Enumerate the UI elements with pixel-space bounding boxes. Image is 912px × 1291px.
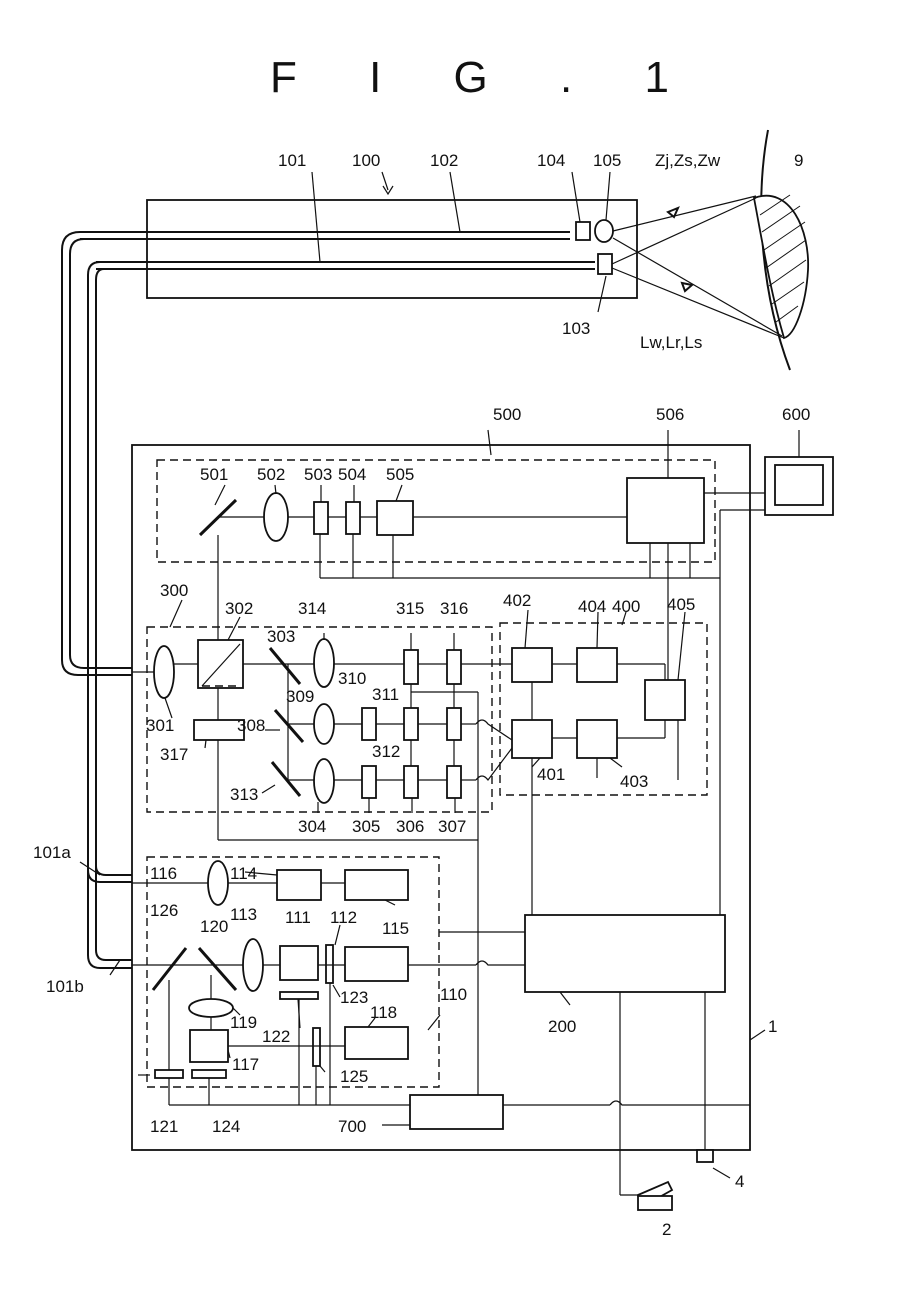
label-310: 310: [338, 669, 366, 688]
label-300: 300: [160, 581, 188, 600]
label-307: 307: [438, 817, 466, 836]
label-102: 102: [430, 151, 458, 170]
label-502: 502: [257, 465, 285, 484]
figure-title: F I G . 1: [270, 53, 699, 102]
label-100: 100: [352, 151, 380, 170]
label-121: 121: [150, 1117, 178, 1136]
label-500: 500: [493, 405, 521, 424]
label-506: 506: [656, 405, 684, 424]
foot-switch-2: [638, 1182, 672, 1210]
monitor-600: [765, 430, 833, 515]
label-105: 105: [593, 151, 621, 170]
label-112: 112: [330, 908, 357, 927]
label-317: 317: [160, 745, 188, 764]
label-101: 101: [278, 151, 306, 170]
label-316: 316: [440, 599, 468, 618]
label-115: 115: [382, 919, 409, 938]
label-116: 116: [150, 864, 177, 883]
label-306: 306: [396, 817, 424, 836]
label-405: 405: [667, 595, 695, 614]
label-313: 313: [230, 785, 258, 804]
label-117: 117: [232, 1055, 259, 1074]
label-9: 9: [794, 151, 803, 170]
label-119: 119: [230, 1013, 257, 1032]
label-122: 122: [262, 1027, 290, 1046]
label-600: 600: [782, 405, 810, 424]
label-402: 402: [503, 591, 531, 610]
label-314: 314: [298, 599, 326, 618]
label-118: 118: [370, 1003, 397, 1022]
label-103: 103: [562, 319, 590, 338]
label-303: 303: [267, 627, 295, 646]
label-401: 401: [537, 765, 565, 784]
label-110: 110: [440, 985, 467, 1004]
label-120: 120: [200, 917, 228, 936]
connector-4: [697, 1150, 713, 1162]
label-104: 104: [537, 151, 565, 170]
label-101b: 101b: [46, 977, 84, 996]
label-311: 311: [372, 685, 399, 704]
label-2: 2: [662, 1220, 671, 1239]
label-308: 308: [237, 716, 265, 735]
label-114: 114: [230, 864, 257, 883]
label-700: 700: [338, 1117, 366, 1136]
label-505: 505: [386, 465, 414, 484]
label-124: 124: [212, 1117, 240, 1136]
label-101a: 101a: [33, 843, 71, 862]
label-309: 309: [286, 687, 314, 706]
label-113: 113: [230, 905, 257, 924]
label-111: 111: [285, 908, 311, 927]
probe-unit: [80, 172, 637, 312]
label-403: 403: [620, 772, 648, 791]
label-501: 501: [200, 465, 228, 484]
label-zj-zs-zw: Zj,Zs,Zw: [655, 151, 721, 170]
label-lw-lr-ls: Lw,Lr,Ls: [640, 333, 702, 352]
label-302: 302: [225, 599, 253, 618]
label-315: 315: [396, 599, 424, 618]
label-400: 400: [612, 597, 640, 616]
label-503: 503: [304, 465, 332, 484]
label-404: 404: [578, 597, 606, 616]
label-200: 200: [548, 1017, 576, 1036]
label-123: 123: [340, 988, 368, 1007]
label-1: 1: [768, 1017, 777, 1036]
label-312: 312: [372, 742, 400, 761]
label-126: 126: [150, 901, 178, 920]
label-305: 305: [352, 817, 380, 836]
label-504: 504: [338, 465, 366, 484]
label-125: 125: [340, 1067, 368, 1086]
label-304: 304: [298, 817, 326, 836]
label-4: 4: [735, 1172, 744, 1191]
label-301: 301: [146, 716, 174, 735]
